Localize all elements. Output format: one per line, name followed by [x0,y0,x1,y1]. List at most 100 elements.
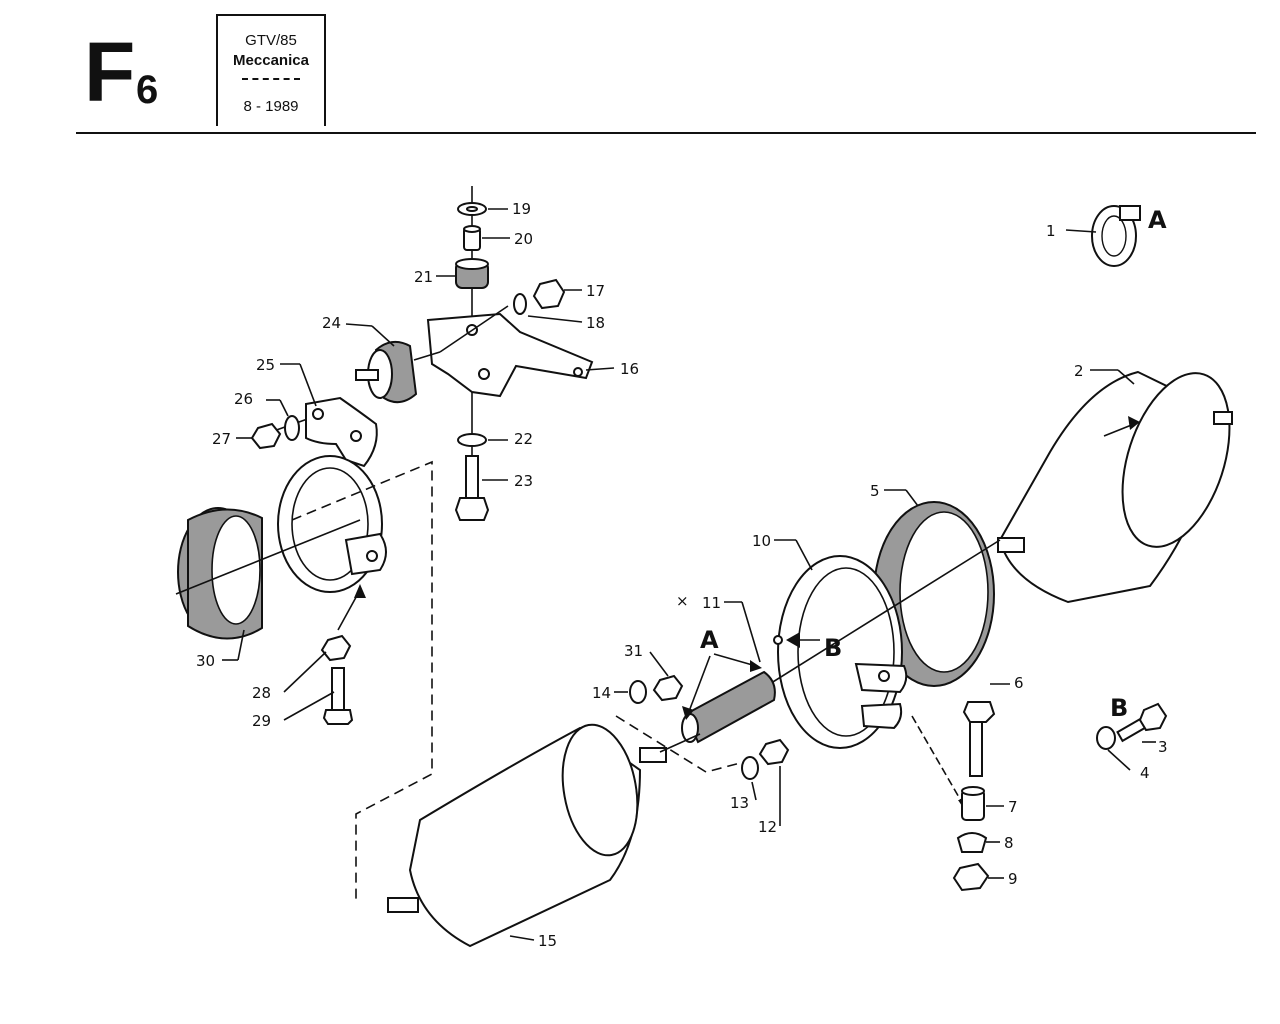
clamp-10-lower-foot [860,702,903,730]
detail-letter-b-mid: B [824,634,842,662]
assembly-dash-line [291,460,433,904]
clamp-10-hole [773,635,783,645]
spacer-20-top [463,225,481,233]
callout-10: 10 [752,532,771,550]
bracket-16-hole-end [573,367,583,377]
leader-30b [237,629,245,661]
clamp-10-foot-hole [878,670,890,682]
leader-29 [283,691,335,721]
callout-8: 8 [1004,834,1014,852]
leader-15 [509,935,535,941]
detail-dash-line [615,715,745,773]
washer-14 [629,680,647,704]
detail-a-leader [713,653,757,667]
callout-labels: 1 2 3 4 5 6 7 8 9 10 11 12 13 14 15 16 1… [196,200,1168,950]
clamp-10-inner [797,567,895,737]
leader-25b [299,363,317,407]
callout-15: 15 [538,932,557,950]
leader-24b [371,325,395,347]
washer-13 [741,756,759,780]
mount-stud-link [413,351,441,361]
cross-mark: × [676,592,689,610]
left-clamp-assembly [175,396,387,725]
pump-axis-line [759,539,1001,691]
callout-11: 11 [702,594,721,612]
callout-31: 31 [624,642,643,660]
washer-22 [457,433,487,447]
bolt-3-head [1138,702,1168,732]
lock-nut-8 [956,832,988,853]
leader-2b [1117,369,1135,385]
mounting-hardware-right [911,701,996,892]
clamp-10 [759,539,1001,749]
clamp-ear-hole [312,408,324,420]
callout-6: 6 [1014,674,1024,692]
leader-4 [1107,749,1131,771]
section-label: Meccanica [233,52,309,69]
assembly-arrow-head [354,584,366,598]
nut-31 [652,674,684,702]
callout-25: 25 [256,356,275,374]
callout-21: 21 [414,268,433,286]
detail-b-hardware [1096,702,1168,750]
hose-clip-1-tab [1119,205,1141,221]
small-hardware [629,674,790,780]
hose-clip-1-inner [1101,215,1127,257]
leader-1 [1065,229,1097,233]
clamp-foot [344,532,387,576]
nut-17 [532,278,566,310]
detail-letter-a-mid: A [700,626,719,654]
callout-7: 7 [1008,798,1018,816]
detail-b-arrow-head [786,632,800,648]
callout-18: 18 [586,314,605,332]
callout-24: 24 [322,314,341,332]
header-box: GTV/85 Meccanica 8 - 1989 [216,14,326,126]
filter-2-cap [1121,372,1231,548]
washer-26 [284,415,300,441]
washer-19-hole [466,206,478,212]
bolt-29-shank [331,667,345,711]
callout-23: 23 [514,472,533,490]
mount-dash-line [911,715,965,807]
detail-letter-a-top: A [1148,206,1167,234]
clamp-foot-hole [366,550,378,562]
bolt-6-head [962,701,996,723]
callout-4: 4 [1140,764,1150,782]
bolt-6-shank [969,721,983,777]
model-label: GTV/85 [245,32,297,49]
leader-11b [741,601,761,663]
bolt-29-head [322,709,354,725]
fuel-pump-15-outlet [387,897,419,913]
callout-20: 20 [514,230,533,248]
callout-19: 19 [512,200,531,218]
leader-16 [585,367,615,371]
leader-24 [345,323,373,327]
callout-22: 22 [514,430,533,448]
fuel-pump-15-cap [561,723,639,857]
insulator-11-body [684,670,776,744]
rubber-mount-24-stud [355,369,379,381]
detail-a-arrow-head-2 [682,706,694,720]
callout-17: 17 [586,282,605,300]
callout-2: 2 [1074,362,1084,380]
leader-10b [795,539,813,571]
leader-18 [527,315,583,323]
callout-26: 26 [234,390,253,408]
nut-28 [320,634,352,662]
foam-sleeve-5 [873,501,995,687]
bolt-23-head [454,497,490,521]
bracket-16 [426,312,594,398]
nut-27 [250,422,282,450]
bolt-23-shank [465,455,479,499]
leader-13 [751,781,757,801]
leader-31 [649,651,669,677]
detail-a-arrow-head [750,660,762,672]
foam-sleeve-5-inner [899,511,989,673]
flow-arrow-line [1103,423,1135,437]
callout-3: 3 [1158,738,1168,756]
header-divider [242,78,300,80]
callout-12: 12 [758,818,777,836]
fuel-filter-2 [997,370,1233,604]
hose-clip-1 [1091,205,1141,267]
filter-2-outlet [1213,411,1233,425]
